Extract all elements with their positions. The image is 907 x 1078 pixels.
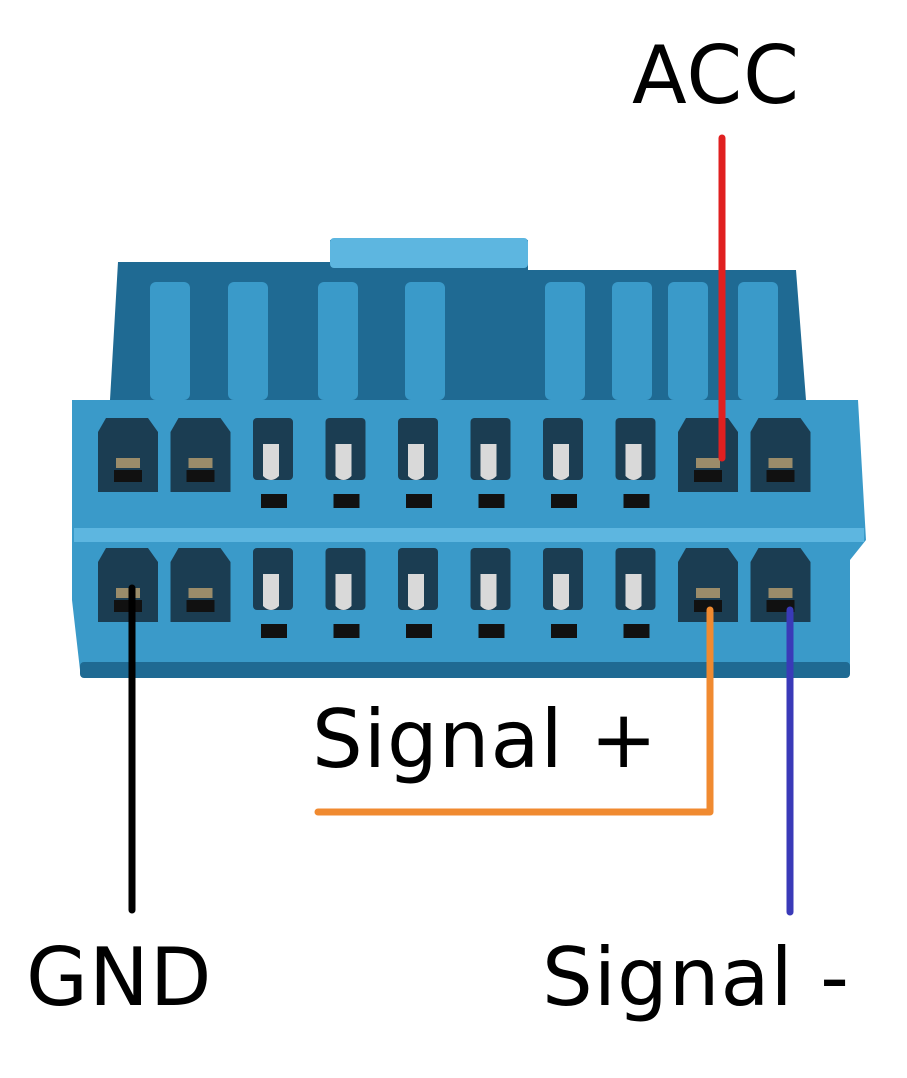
wires (128, 134, 794, 916)
pin-lock-slot (333, 494, 360, 508)
signal-minus-label: Signal - (542, 931, 851, 1024)
pin-terminal (625, 444, 642, 480)
pin-contact (114, 600, 142, 612)
acc-label: ACC (632, 29, 801, 122)
pin-terminal (335, 574, 352, 610)
pin-contact-metal (696, 458, 720, 468)
connector-bottom-lip (80, 662, 850, 678)
pin-cavity (750, 548, 811, 622)
connector-housing (72, 238, 866, 678)
pin-lock-slot (478, 494, 505, 508)
pin-terminal (553, 444, 569, 480)
housing-ridge (318, 282, 358, 400)
pin-contact (186, 600, 215, 612)
housing-ridge (150, 282, 190, 400)
pin-cavity (750, 418, 811, 492)
pin-contact (694, 470, 722, 482)
pin-terminal (480, 574, 497, 610)
pin-contact (186, 470, 215, 482)
pin-contact-metal (188, 588, 213, 598)
pin-lock-slot (551, 494, 577, 508)
pin-contact (766, 470, 795, 482)
latch-tab (330, 238, 528, 268)
gnd-label: GND (26, 931, 213, 1024)
pin-contact-metal (116, 458, 140, 468)
pin-lock-slot (261, 494, 287, 508)
pin-lock-slot (261, 624, 287, 638)
housing-ridge (405, 282, 445, 400)
pin-cavity (98, 418, 158, 492)
pin-lock-slot (333, 624, 360, 638)
pin-terminal (408, 444, 424, 480)
housing-ridge (545, 282, 585, 400)
pin-lock-slot (478, 624, 505, 638)
pin-lock-slot (551, 624, 577, 638)
pin-terminal (480, 444, 497, 480)
pin-contact (694, 600, 722, 612)
pin-terminal (553, 574, 569, 610)
housing-ridge (738, 282, 778, 400)
housing-ridge (612, 282, 652, 400)
pin-lock-slot (623, 494, 650, 508)
pin-terminal (335, 444, 352, 480)
pin-contact-metal (116, 588, 140, 598)
pin-terminal (263, 574, 279, 610)
signal-plus-label: Signal + (312, 693, 659, 786)
housing-ridge (228, 282, 268, 400)
pin-lock-slot (406, 494, 432, 508)
pin-contact-metal (768, 588, 793, 598)
pin-terminal (263, 444, 279, 480)
pin-terminal (408, 574, 424, 610)
row-divider (74, 528, 864, 542)
pin-contact (114, 470, 142, 482)
pin-contact-metal (696, 588, 720, 598)
housing-ridge (668, 282, 708, 400)
pin-cavity (170, 548, 231, 622)
pin-cavity (678, 548, 738, 622)
pin-contact-metal (768, 458, 793, 468)
pin-contact-metal (188, 458, 213, 468)
pin-lock-slot (406, 624, 432, 638)
pin-lock-slot (623, 624, 650, 638)
pin-cavity (170, 418, 231, 492)
signal-plus-wire (314, 606, 714, 816)
pin-cavity (98, 548, 158, 622)
pin-terminal (625, 574, 642, 610)
